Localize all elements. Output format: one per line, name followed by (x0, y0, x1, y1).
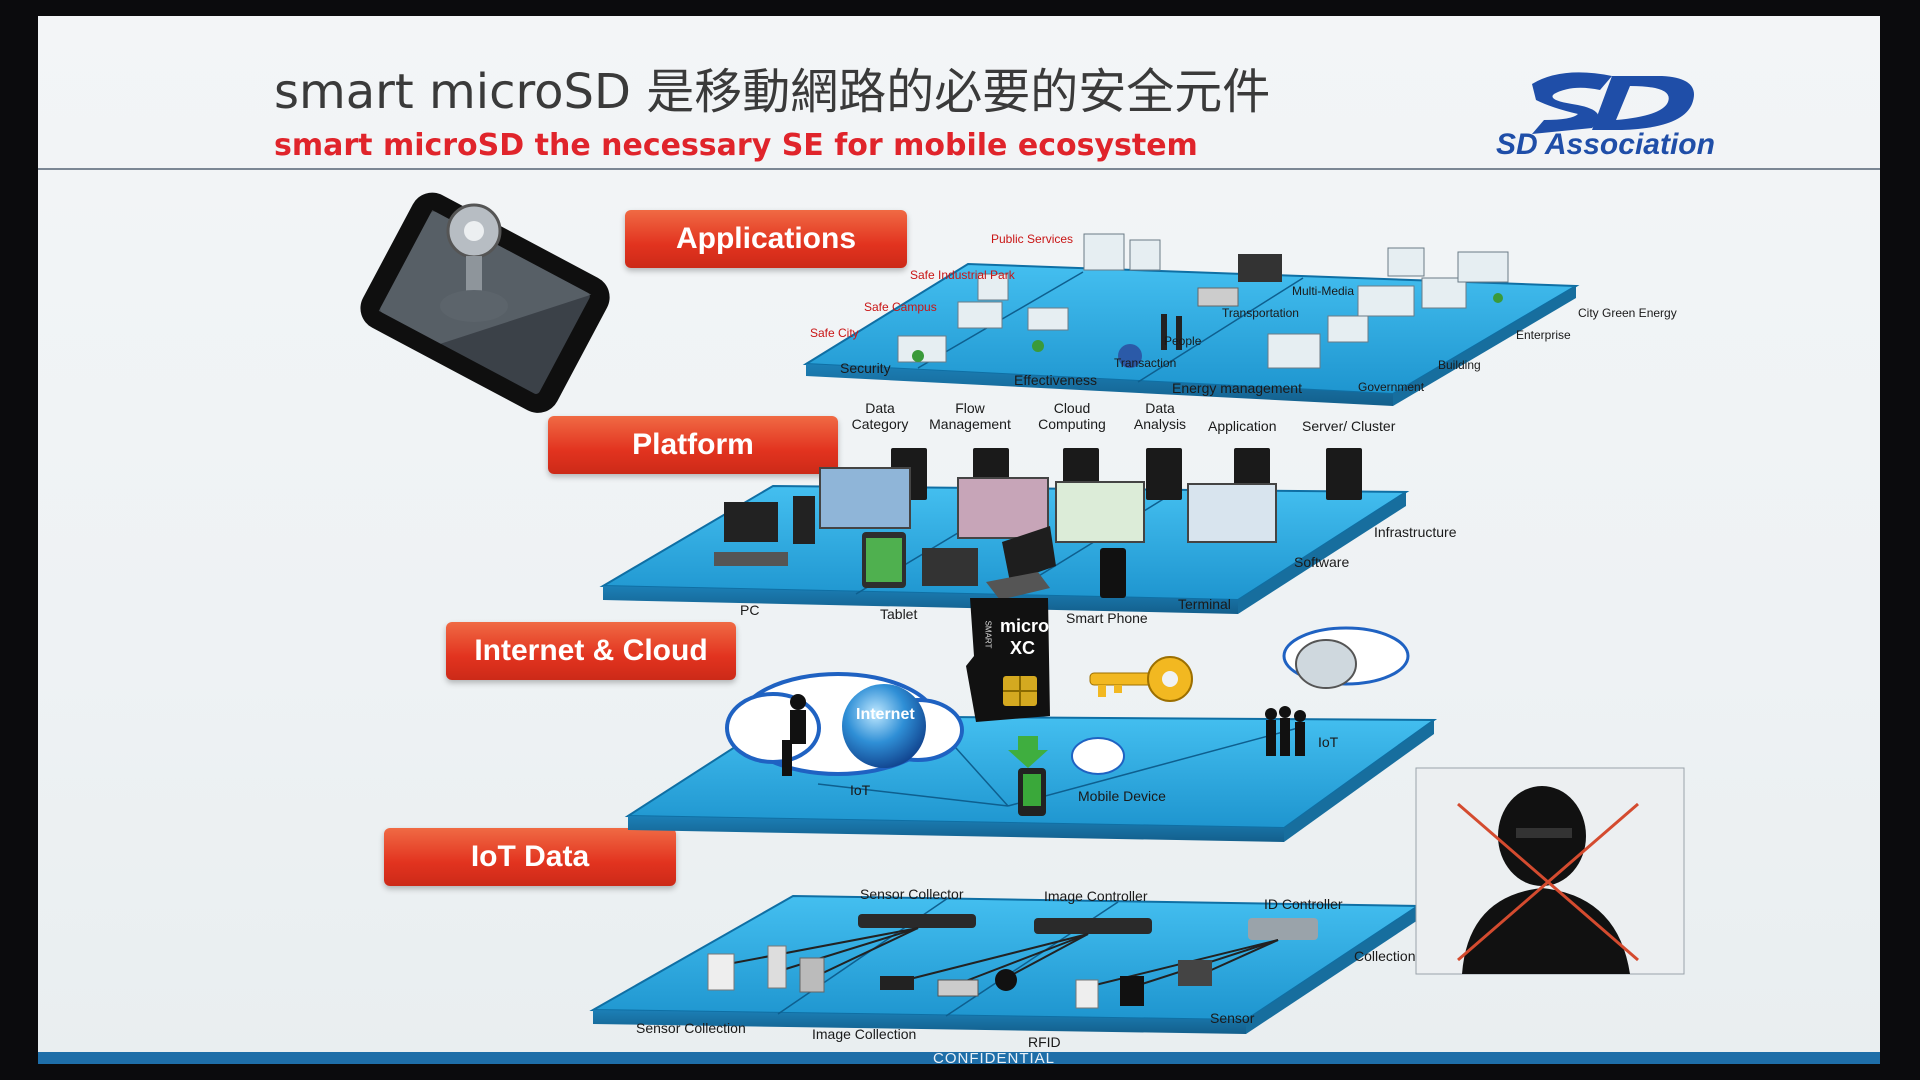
microsd-card-smart: SMART (983, 620, 993, 649)
software-label: Software (1294, 554, 1350, 570)
slide-title-english: smart microSD the necessary SE for mobil… (274, 128, 1198, 163)
id-controller-icon (1248, 918, 1318, 940)
tablet-label: Tablet (880, 606, 918, 622)
flow-management-label: Flow Management (929, 400, 1011, 432)
smart-phone-label: Smart Phone (1066, 610, 1148, 626)
microsd-card-icon (966, 598, 1050, 722)
platform-layer-label: Platform (548, 416, 838, 474)
slide-title-chinese: smart microSD 是移動網路的必要的安全元件 (274, 64, 1271, 120)
confidential-label: CONFIDENTIAL (933, 1050, 1056, 1064)
infrastructure-label: Infrastructure (1374, 524, 1457, 540)
city-green-energy-label: City Green Energy (1578, 306, 1677, 320)
data-category-label: Data Category (851, 400, 909, 432)
applications-plate (802, 233, 1580, 406)
header-divider (38, 168, 1880, 170)
sensor-devices-icon (707, 945, 1212, 1009)
transaction-label: Transaction (1114, 356, 1177, 370)
pc-icon (714, 496, 815, 566)
arrow-down-icon (1008, 736, 1048, 768)
smartphone-icon (1100, 548, 1126, 598)
sensor-collector-icon (858, 914, 976, 928)
iot-data-plate (589, 894, 1422, 1034)
image-controller-icon (1034, 918, 1152, 934)
lock-icon (1118, 344, 1142, 368)
laptop-icon (986, 526, 1056, 600)
iot-label-left: IoT (850, 782, 871, 798)
terminal-label: Terminal (1178, 596, 1231, 612)
id-controller-label: ID Controller (1264, 896, 1343, 912)
multimedia-tablet-icon (1238, 254, 1282, 282)
presentation-slide: smart microSD 是移動網路的必要的安全元件 smart microS… (38, 16, 1880, 1064)
image-collection-label: Image Collection (812, 1026, 917, 1042)
safe-city-label: Safe City (810, 326, 859, 340)
server-cluster-label: Server/ Cluster (1302, 418, 1396, 434)
data-analysis-label: Data Analysis (1133, 400, 1187, 432)
person-laptop-icon (782, 694, 806, 776)
applications-layer-label: Applications (625, 210, 907, 268)
sensor-collection-label: Sensor Collection (636, 1020, 746, 1036)
microsd-card-text: micro (1000, 616, 1050, 636)
iot-label-right: IoT (1318, 734, 1339, 750)
sd-logo-icon (1532, 72, 1694, 134)
multi-media-label: Multi-Media (1292, 284, 1355, 298)
footer-bar (38, 1052, 1880, 1064)
architecture-diagram (360, 192, 1685, 1034)
platform-plate (599, 448, 1410, 614)
pc-label: PC (740, 602, 760, 618)
microsd-card-xc: XC (1010, 638, 1036, 658)
hacker-image (1415, 767, 1685, 975)
energy-management-label: Energy management (1172, 380, 1302, 396)
public-services-label: Public Services (991, 232, 1074, 246)
people-group-icon (1265, 706, 1306, 756)
people-label: People (1164, 334, 1202, 348)
mobile-device-label: Mobile Device (1078, 788, 1166, 804)
safe-campus-label: Safe Campus (864, 300, 937, 314)
safe-industrial-park-label: Safe Industrial Park (910, 268, 1015, 282)
effectiveness-label: Effectiveness (1014, 372, 1098, 388)
application-label: Application (1208, 418, 1277, 434)
cloud-computing-label: Cloud Computing (1038, 400, 1106, 432)
internet-cloud-plate (624, 598, 1438, 842)
security-label: Security (840, 360, 891, 376)
collection-label: Collection (1354, 948, 1416, 964)
iot-data-layer-label: IoT Data (384, 828, 676, 886)
sensor-collector-label: Sensor Collector (860, 886, 964, 902)
government-label: Government (1358, 380, 1425, 394)
sensor-label: Sensor (1210, 1010, 1255, 1026)
rfid-label: RFID (1028, 1034, 1061, 1050)
enterprise-label: Enterprise (1516, 328, 1571, 342)
internet-label: Internet (856, 706, 915, 723)
cloud-icon (1282, 626, 1410, 689)
crossed-out-icon (1457, 802, 1639, 962)
image-controller-label: Image Controller (1044, 888, 1148, 904)
key-icon (1089, 656, 1193, 702)
globe-icon (842, 684, 926, 768)
building-label: Building (1438, 358, 1481, 372)
transportation-label: Transportation (1222, 306, 1299, 320)
internet-cloud-layer-label: Internet & Cloud (446, 622, 736, 680)
smartphone-key-icon (360, 192, 610, 413)
brand-name: SD Association (1496, 128, 1715, 161)
